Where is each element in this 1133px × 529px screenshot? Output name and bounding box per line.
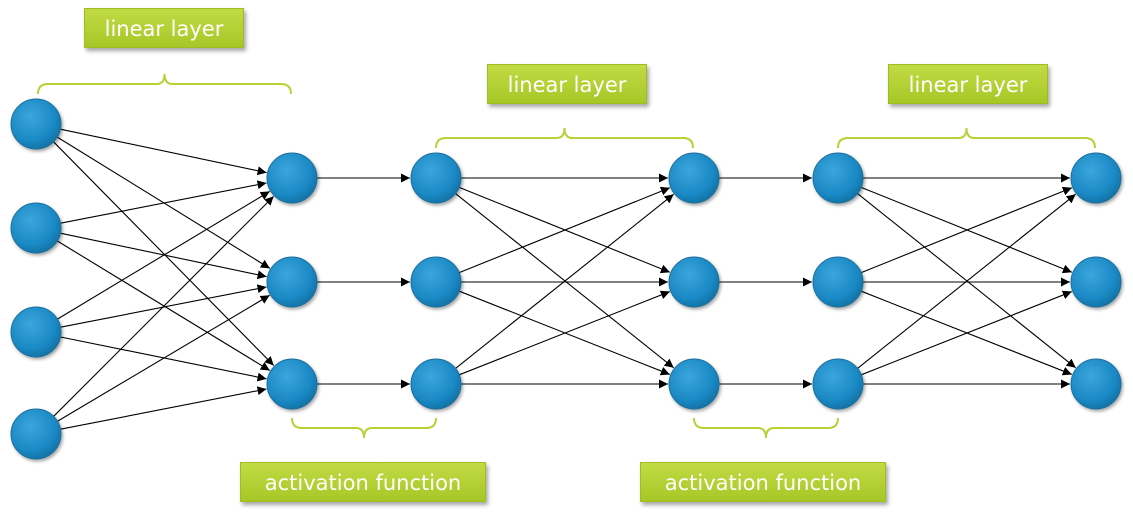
linear-layer-label-1: linear layer — [84, 8, 244, 48]
neuron-node — [266, 152, 318, 204]
neuron-node — [1070, 358, 1122, 410]
connection-edge — [57, 190, 271, 320]
connection-edge — [53, 141, 275, 366]
activation-function-brace-1 — [291, 417, 437, 439]
neuron-node — [266, 256, 318, 308]
activation-function-label-2: activation function — [640, 462, 886, 502]
neuron-node — [10, 98, 62, 150]
connection-edge — [861, 290, 1073, 376]
connection-edge — [57, 294, 270, 422]
activation-function-brace-2 — [693, 417, 839, 439]
neuron-node — [668, 358, 720, 410]
connection-edge — [455, 193, 675, 369]
neuron-node — [10, 408, 62, 460]
neuron-node — [812, 256, 864, 308]
linear-layer-label-3: linear layer — [888, 64, 1048, 104]
connection-edge — [459, 290, 671, 376]
neuron-node — [10, 306, 62, 358]
neuron-node — [668, 152, 720, 204]
neuron-node — [410, 152, 462, 204]
neurons — [10, 98, 1122, 460]
neuron-node — [812, 358, 864, 410]
neuron-node — [410, 256, 462, 308]
connection-edge — [53, 195, 275, 417]
neuron-node — [410, 358, 462, 410]
connection-edge — [458, 186, 671, 274]
neuron-node — [10, 202, 62, 254]
linear-layer-brace-1 — [37, 73, 292, 95]
connections — [53, 128, 1077, 430]
linear-layer-brace-3 — [837, 127, 1096, 149]
neuron-node — [1070, 152, 1122, 204]
neuron-node — [668, 256, 720, 308]
braces — [37, 73, 1096, 439]
connection-edge — [860, 186, 1073, 274]
connection-edge — [60, 180, 267, 224]
linear-layer-label-2: linear layer — [487, 64, 647, 104]
neuron-node — [812, 152, 864, 204]
activation-function-label-1: activation function — [240, 462, 486, 502]
connection-edge — [857, 193, 1077, 369]
neuron-node — [1070, 256, 1122, 308]
linear-layer-brace-2 — [435, 127, 694, 149]
connection-edge — [60, 386, 267, 430]
neuron-node — [266, 358, 318, 410]
connection-edge — [60, 128, 267, 176]
